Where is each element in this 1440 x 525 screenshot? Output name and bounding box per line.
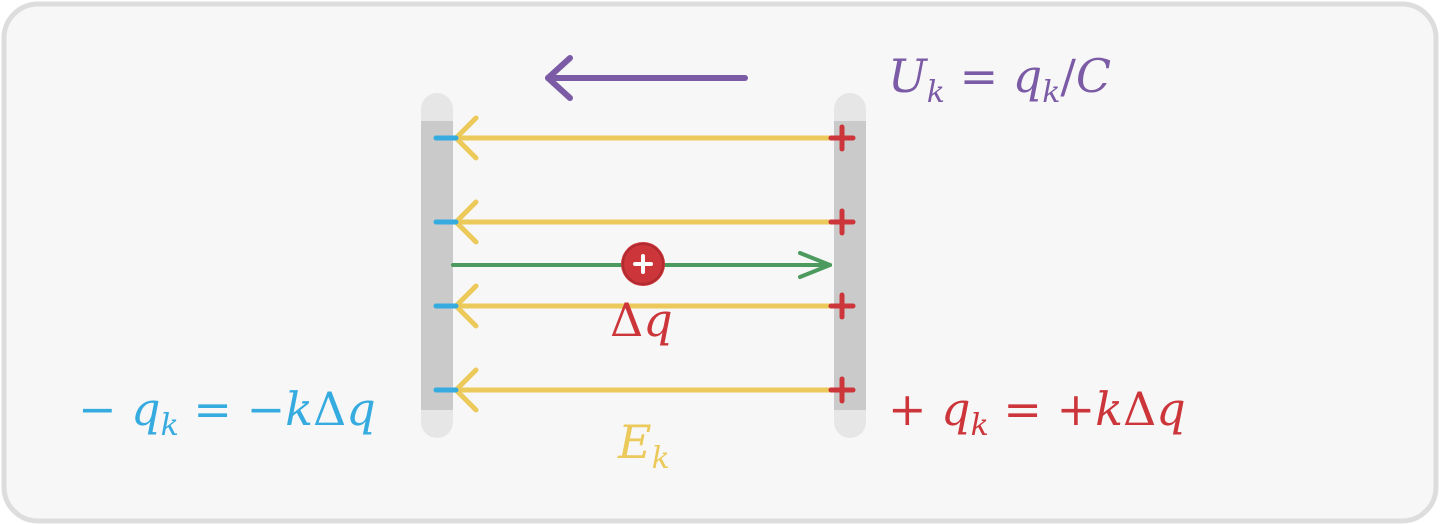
- plus-icon: [828, 376, 856, 404]
- right-plate-charge-label: + qk = +kΔq: [888, 382, 1186, 443]
- plus-icon: [633, 254, 653, 274]
- plus-icon: [828, 208, 856, 236]
- field-lines: [453, 115, 839, 413]
- plus-icon: [828, 124, 856, 152]
- test-charge: [621, 242, 665, 286]
- charge-label: Δq: [610, 293, 673, 347]
- left-plate: [421, 93, 453, 438]
- field-label: Ek: [617, 415, 670, 476]
- right-plate: [834, 93, 866, 438]
- plus-icon: [828, 292, 856, 320]
- voltage-arrow: [545, 55, 748, 101]
- positive-charge-marks: [828, 124, 856, 404]
- voltage-label: Uk = qk/C: [888, 49, 1111, 110]
- negative-charge-marks: [433, 135, 459, 393]
- left-plate-charge-label: − qk = −kΔq: [78, 382, 376, 443]
